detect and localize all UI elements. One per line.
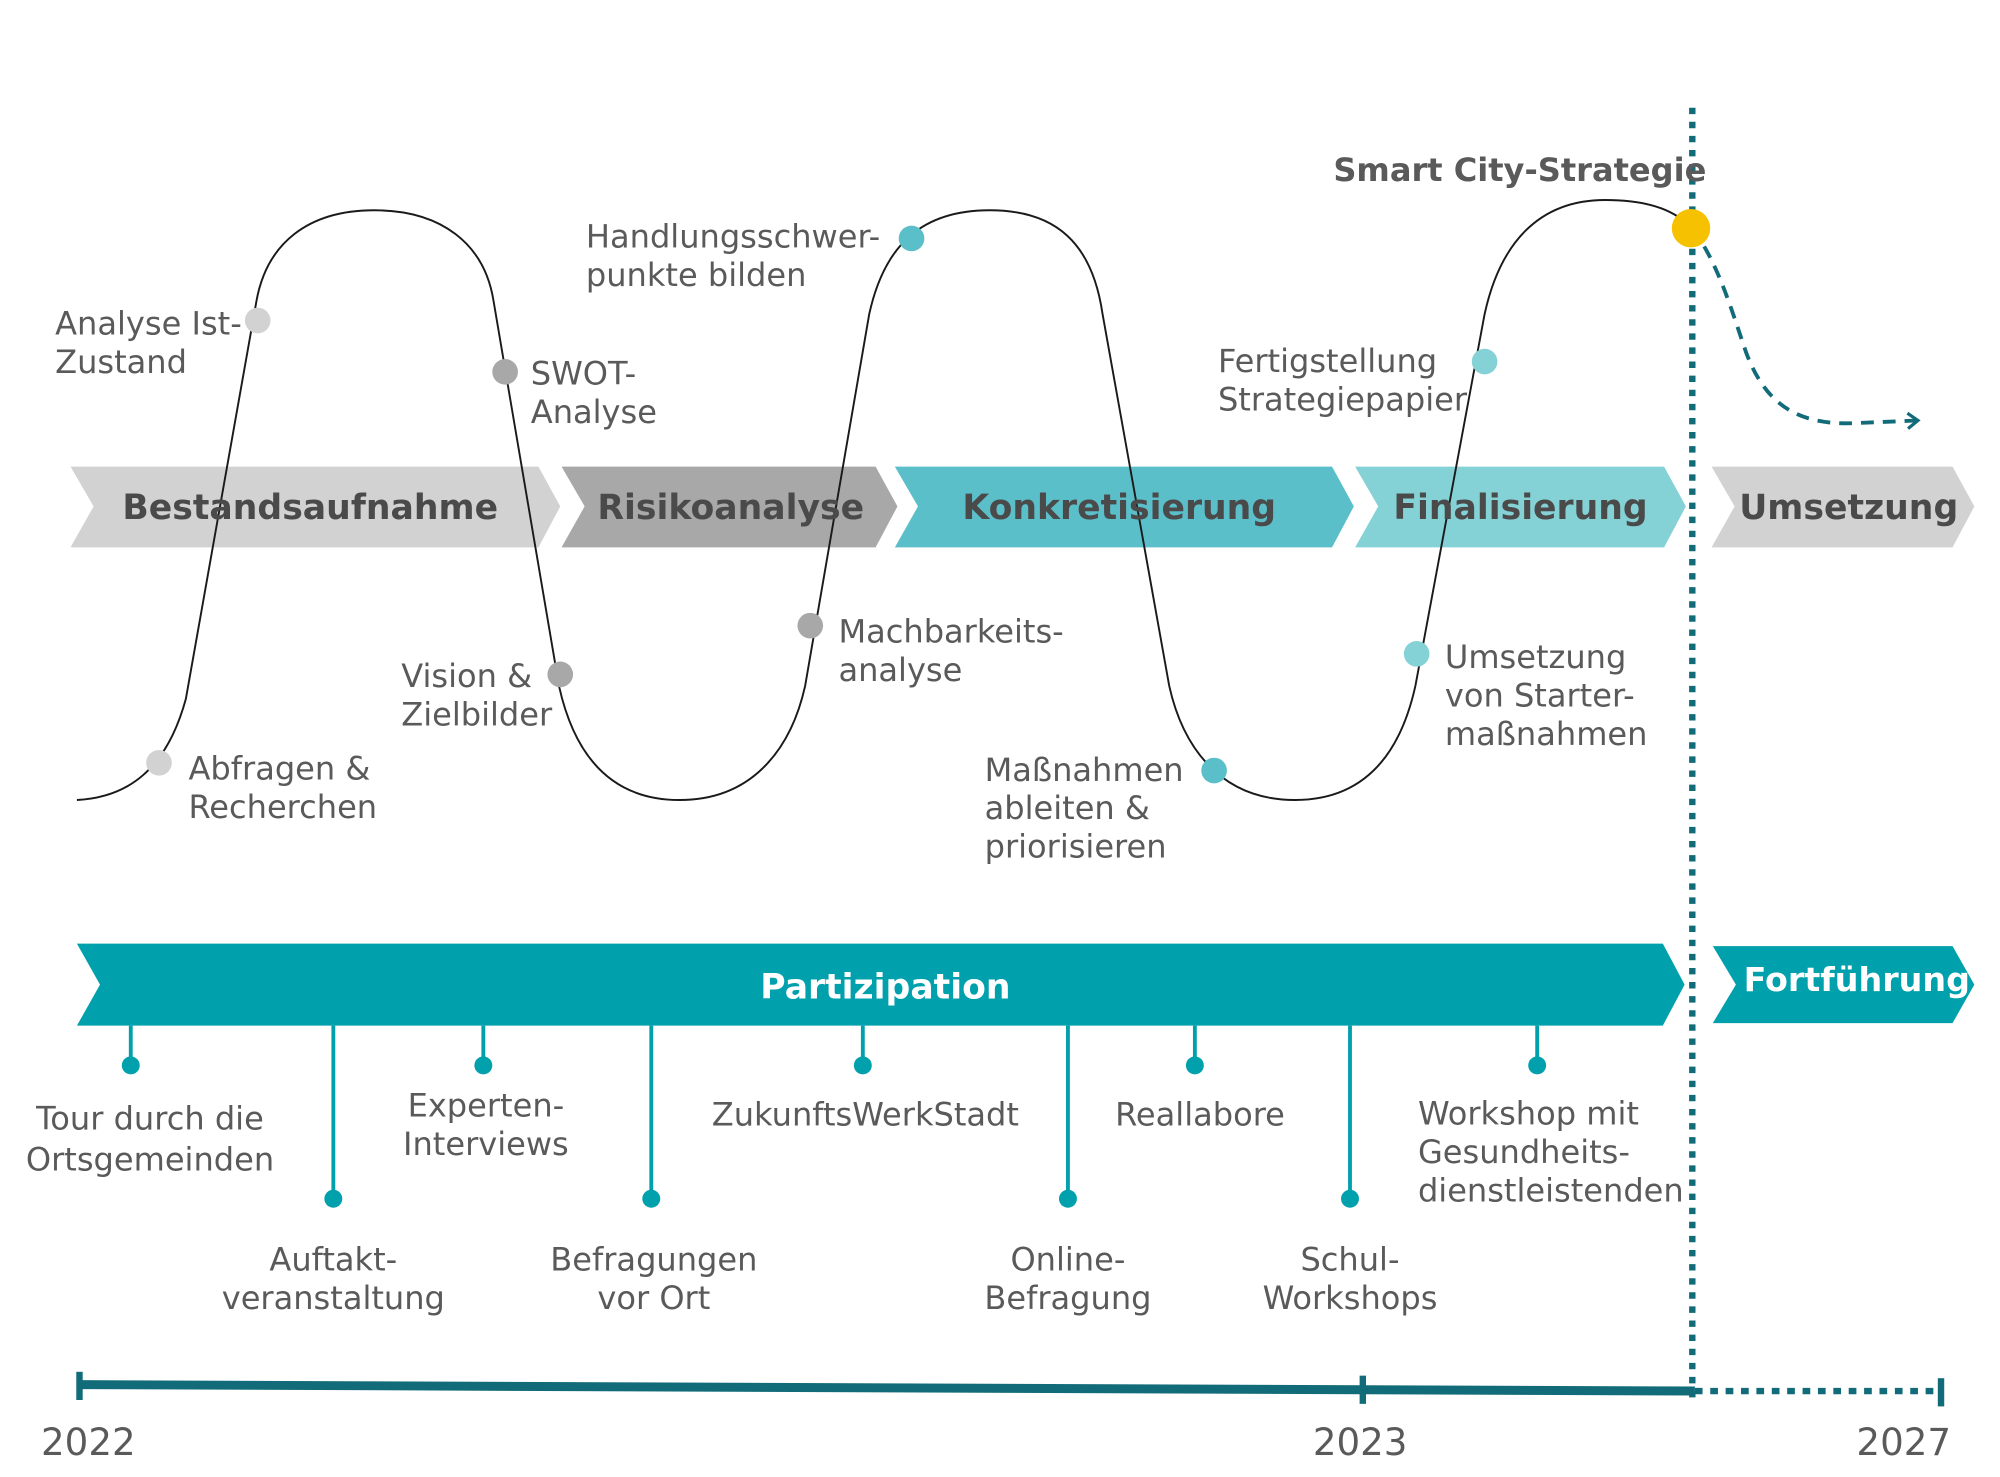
event-dot-online bbox=[1058, 1189, 1077, 1208]
year-label-2022: 2022 bbox=[41, 1420, 136, 1465]
event-dot-reallabore bbox=[1185, 1056, 1204, 1075]
phase-label-risikoanalyse: Risikoanalyse bbox=[597, 487, 865, 528]
curve-marker-vision bbox=[547, 661, 574, 688]
event-label-experten: Experten- Interviews bbox=[403, 1087, 569, 1163]
participation-band bbox=[76, 943, 1685, 1026]
curve-label-handlungsschwerpunkte: Handlungsschwer- punkte bilden bbox=[585, 217, 881, 294]
curve-marker-machbarkeit bbox=[797, 612, 824, 639]
event-dot-zukunftswerkstadt bbox=[853, 1056, 872, 1075]
event-label-reallabore: Reallabore bbox=[1115, 1096, 1285, 1134]
curve-label-startermassnahmen: Umsetzung von Starter- maßnahmen bbox=[1444, 638, 1648, 753]
curve-marker-massnahmen bbox=[1201, 757, 1227, 784]
curve-label-analyse-ist: Analyse Ist- Zustand bbox=[55, 305, 242, 381]
continuation-label: Fortführung bbox=[1743, 961, 1971, 1000]
continuation-band bbox=[1712, 946, 1975, 1024]
curve-label-swot: SWOT- Analyse bbox=[530, 355, 657, 431]
curve-label-vision: Vision & Zielbilder bbox=[401, 657, 553, 734]
event-label-befragungen: Befragungen vor Ort bbox=[550, 1241, 758, 1317]
milestone-marker bbox=[1671, 208, 1711, 248]
event-label-workshop: Workshop mit Gesundheits- dienstleistend… bbox=[1417, 1094, 1684, 1209]
phase-label-finalisierung: Finalisierung bbox=[1393, 487, 1648, 528]
phase-chevron-umsetzung bbox=[1711, 466, 1975, 548]
event-label-schul: Schul- Workshops bbox=[1262, 1241, 1438, 1317]
timeline-solid-line bbox=[79, 1380, 1695, 1396]
curve-label-fertigstellung: Fertigstellung Strategiepapier bbox=[1217, 342, 1468, 418]
event-label-auftakt: Auftakt- veranstaltung bbox=[221, 1241, 445, 1317]
event-dot-auftakt bbox=[324, 1189, 343, 1208]
curve-label-abfragen: Abfragen & Recherchen bbox=[188, 749, 378, 826]
milestone-label: Smart City-Strategie bbox=[1333, 151, 1707, 189]
phase-chevron-konkretisierung bbox=[894, 466, 1354, 548]
event-label-tour: Tour durch die Ortsgemeinden bbox=[25, 1099, 275, 1179]
curve-marker-fertigstellung bbox=[1471, 348, 1498, 375]
event-dot-schul bbox=[1341, 1189, 1359, 1208]
continuation-dashed-arrow bbox=[1690, 227, 1921, 430]
curve-marker-startermassnahmen bbox=[1403, 641, 1430, 667]
phase-label-bestandsaufnahme: Bestandsaufnahme bbox=[122, 487, 499, 528]
curve-label-machbarkeit: Machbarkeits- analyse bbox=[838, 612, 1064, 689]
phase-chevron-bestandsaufnahme bbox=[70, 466, 561, 548]
event-label-online: Online- Befragung bbox=[984, 1241, 1152, 1317]
curve-marker-swot bbox=[492, 358, 518, 385]
year-label-2027: 2027 bbox=[1856, 1420, 1952, 1465]
event-label-zukunftswerkstadt: ZukunftsWerkStadt bbox=[711, 1096, 1019, 1134]
event-dot-workshop bbox=[1528, 1056, 1547, 1075]
phase-label-umsetzung: Umsetzung bbox=[1739, 487, 1959, 528]
event-dot-befragungen bbox=[642, 1189, 661, 1208]
phase-chevron-risikoanalyse bbox=[561, 466, 898, 548]
curve-marker-analyse-ist bbox=[244, 307, 271, 334]
event-dot-tour bbox=[121, 1056, 140, 1075]
participation-label: Partizipation bbox=[760, 967, 1011, 1008]
process-wave-line bbox=[76, 199, 1693, 801]
curve-marker-abfragen bbox=[146, 749, 172, 776]
event-dot-experten bbox=[474, 1056, 493, 1075]
curve-marker-handlungsschwerpunkte bbox=[898, 225, 925, 252]
phase-label-konkretisierung: Konkretisierung bbox=[962, 487, 1277, 528]
year-label-2023: 2023 bbox=[1312, 1420, 1408, 1465]
phase-chevron-finalisierung bbox=[1355, 466, 1686, 548]
curve-label-massnahmen: Maßnahmen ableiten & priorisieren bbox=[984, 751, 1184, 866]
